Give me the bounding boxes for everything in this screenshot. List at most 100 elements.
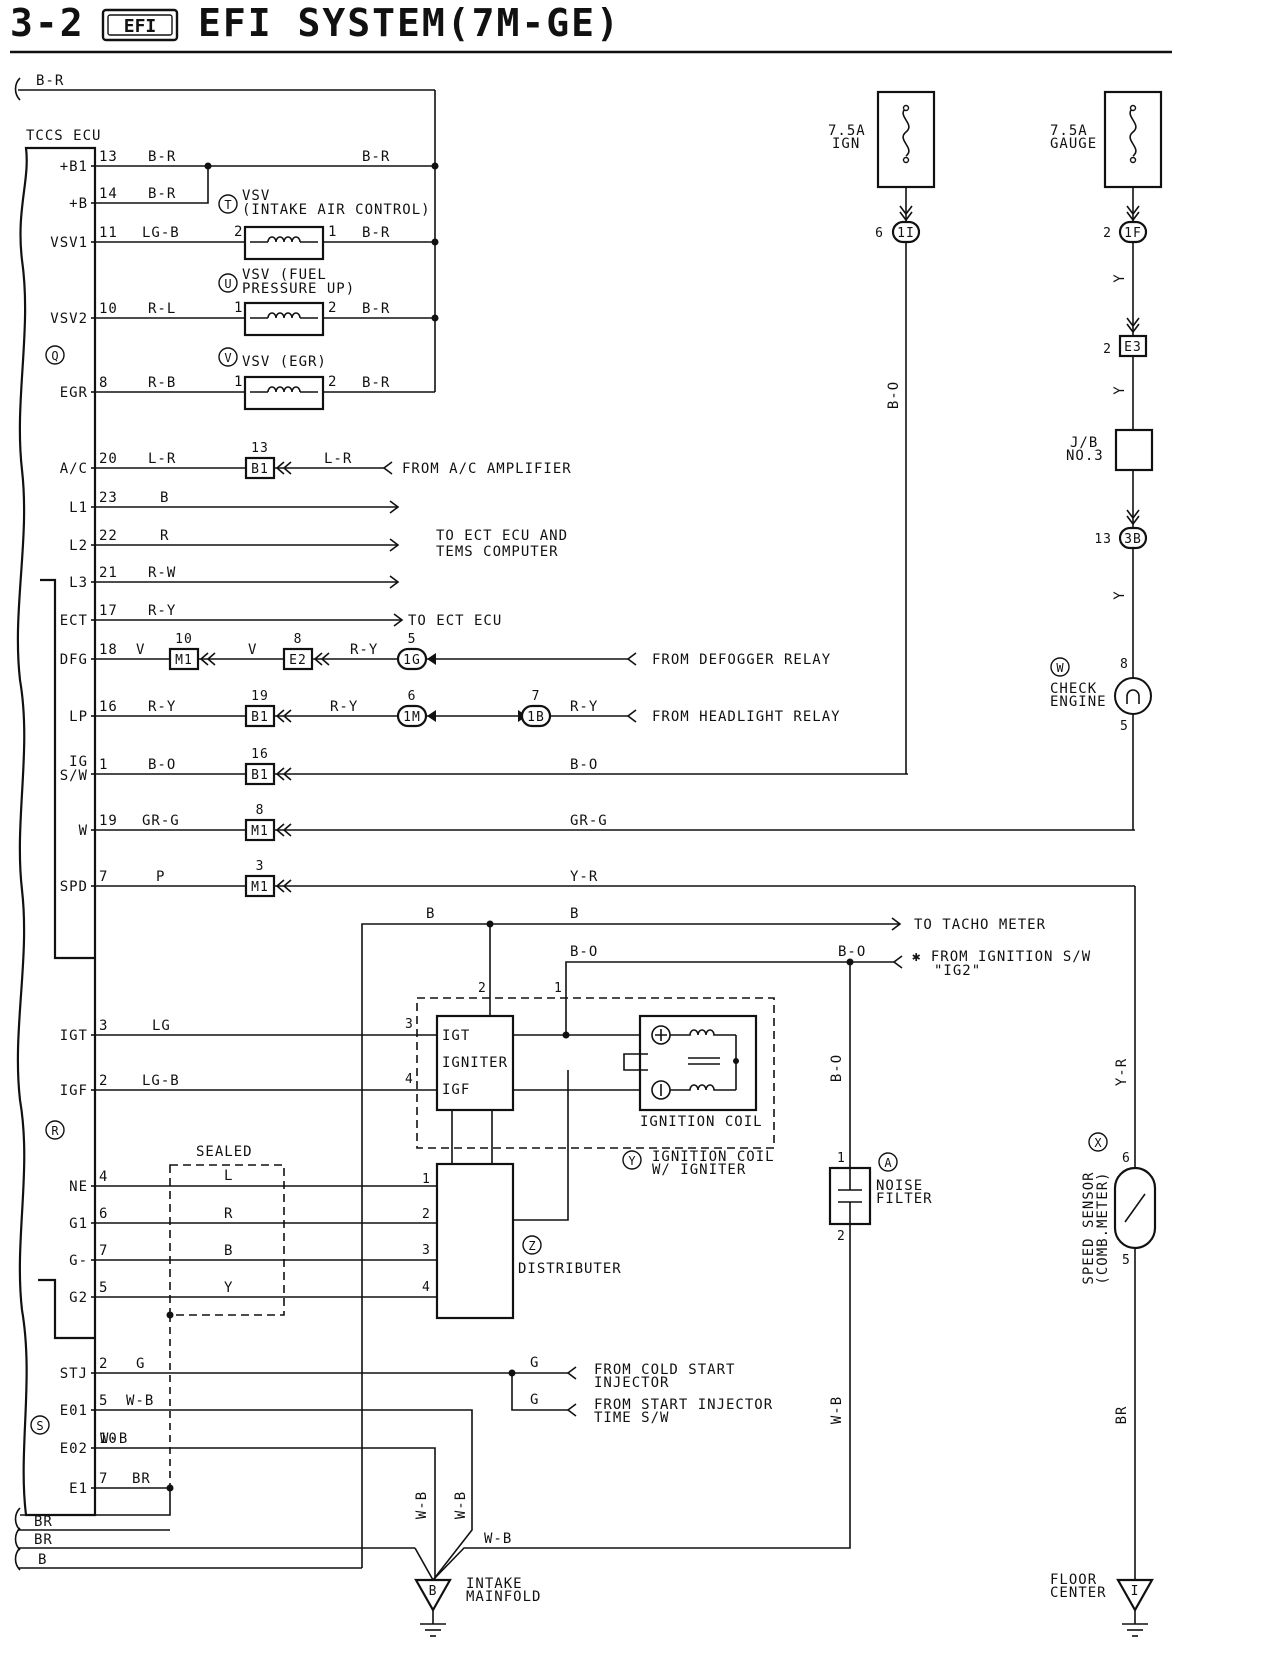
- connector-arrow-icon: [275, 823, 292, 837]
- connector-pin: 6: [875, 226, 884, 241]
- secondary-coil-icon: [670, 1084, 736, 1091]
- wire-color: Y: [1112, 590, 1128, 599]
- pin-number: 1: [328, 224, 337, 240]
- efi-badge-inner: [107, 14, 173, 36]
- connector-id: 1F: [1124, 226, 1142, 241]
- wire-color: L-R: [324, 451, 352, 467]
- group-r-label: R: [51, 1124, 59, 1138]
- filter-pin-bottom: 2: [837, 1229, 846, 1244]
- pin-label: IG: [69, 754, 88, 770]
- fuse-icon: [902, 107, 910, 157]
- note-from-headlight: FROM HEADLIGHT RELAY: [652, 709, 841, 725]
- note-from-ig-1: ✱ FROM IGNITION S/W: [912, 949, 1091, 965]
- pin-number: 2: [234, 224, 243, 240]
- note-from-defogger: FROM DEFOGGER RELAY: [652, 652, 831, 668]
- pin-label: G2: [69, 1290, 88, 1306]
- splice-dot: [486, 920, 494, 928]
- vsv-egr: V VSV (EGR) B-R 1 2: [95, 347, 435, 411]
- splice-dot: [204, 162, 212, 170]
- ground-id: I: [1131, 1584, 1140, 1599]
- wire-color: R: [160, 528, 169, 544]
- vsv-fuel-pressure-up: U VSV (FUEL PRESSURE UP) B-R 1 2: [95, 267, 439, 337]
- pin-number: 1: [234, 300, 243, 316]
- e01-ground-wire: [95, 1409, 473, 1581]
- connector-arrow-icon: [275, 879, 292, 893]
- ect-lines: TO ECT ECU AND TEMS COMPUTER TO ECT ECU: [95, 500, 567, 629]
- connector-id: M1: [251, 880, 269, 895]
- connector-box: [244, 818, 276, 842]
- arrow-left-icon: [892, 955, 903, 969]
- sensor-pin-top: 6: [1122, 1151, 1131, 1166]
- pin-label: DFG: [60, 652, 88, 668]
- pin-label: IGT: [60, 1028, 88, 1044]
- lamp-label-2: ENGINE: [1050, 694, 1107, 710]
- e02-ground-wire: [95, 1447, 436, 1580]
- component-id: W: [1056, 661, 1064, 675]
- igniter-igf: IGF: [442, 1082, 470, 1098]
- pin-label: E01: [60, 1403, 88, 1419]
- assembly-boundary: [416, 997, 775, 1149]
- note-to-ect: TO ECT ECU: [408, 613, 502, 629]
- tacho-and-ig2: B B TO TACHO METER B-O B-O ✱ FROM IGNITI…: [361, 906, 1091, 1568]
- efi-badge-frame: [101, 8, 179, 42]
- igniter-pin: 4: [405, 1072, 414, 1087]
- pin-number: 13: [99, 149, 118, 165]
- component-id-circle: [218, 194, 238, 214]
- component-id: Z: [528, 1239, 535, 1253]
- pin-number: 16: [99, 699, 118, 715]
- ign-fuse-branch: 7.5A IGN 1I 6 B-O: [828, 90, 936, 774]
- pin-number: 14: [99, 186, 118, 202]
- filter-label-1: NOISE: [876, 1178, 923, 1194]
- wire-color: B-O: [148, 757, 176, 773]
- igniter-pin: 1: [554, 981, 563, 996]
- connector-id: B1: [251, 462, 269, 477]
- igniter-box: [435, 1014, 515, 1112]
- b1-wire-color: B-R: [362, 149, 390, 165]
- pin-label: IGF: [60, 1083, 88, 1099]
- jb-label-1: J/B: [1070, 435, 1098, 451]
- connector-box: [282, 647, 314, 671]
- pin-label: G1: [69, 1216, 88, 1232]
- connector-id: 1G: [403, 653, 421, 668]
- splice-dot: [733, 1058, 739, 1064]
- b-wire: [95, 166, 209, 204]
- pin-number: 1: [234, 374, 243, 390]
- arrow-right-icon: [389, 575, 400, 589]
- solenoid-body: [243, 375, 325, 411]
- connector-pin: 2: [1103, 342, 1112, 357]
- pin-number: 5: [99, 1393, 108, 1409]
- stj-branch: [511, 1373, 568, 1411]
- connector-id: E3: [1124, 340, 1142, 355]
- wire-color: R-W: [148, 565, 176, 581]
- wire-color: BR: [132, 1471, 151, 1487]
- speed-sensor-branch: Y-R 6 5 X SPEED SENSOR (COMB.METER) BR I…: [1050, 886, 1157, 1637]
- splice-dot: [431, 238, 439, 246]
- ecu-pin: NE4: [69, 1169, 107, 1195]
- igniter-pin: 3: [405, 1017, 414, 1032]
- pin-label: VSV2: [50, 311, 88, 327]
- group-r-circle: [45, 1120, 65, 1140]
- ignition-signal-wires: LG LG-B SEALED L R B Y: [95, 1018, 437, 1492]
- br-to-ground: [414, 1547, 434, 1581]
- splice-dot: [166, 1311, 174, 1319]
- ecu-pin: G-7: [69, 1243, 107, 1269]
- sensor-pin-bottom: 5: [1122, 1253, 1131, 1268]
- note-from-cold-2: INJECTOR: [594, 1375, 669, 1391]
- distributor: Z DISTRIBUTER 1 2 3 4: [422, 1162, 621, 1320]
- arrow-left-icon: [626, 709, 637, 723]
- sensor-label-2: (COMB.METER): [1095, 1171, 1111, 1284]
- efi-badge-text: EFI: [124, 16, 157, 37]
- connector-pin: 13: [251, 441, 269, 456]
- pin-number: 17: [99, 603, 118, 619]
- ground-label-2: MAINFOLD: [466, 1589, 541, 1605]
- wire-color: Y: [224, 1280, 233, 1296]
- igniter-label: IGNITER: [442, 1055, 508, 1071]
- group-s-label: S: [36, 1419, 43, 1433]
